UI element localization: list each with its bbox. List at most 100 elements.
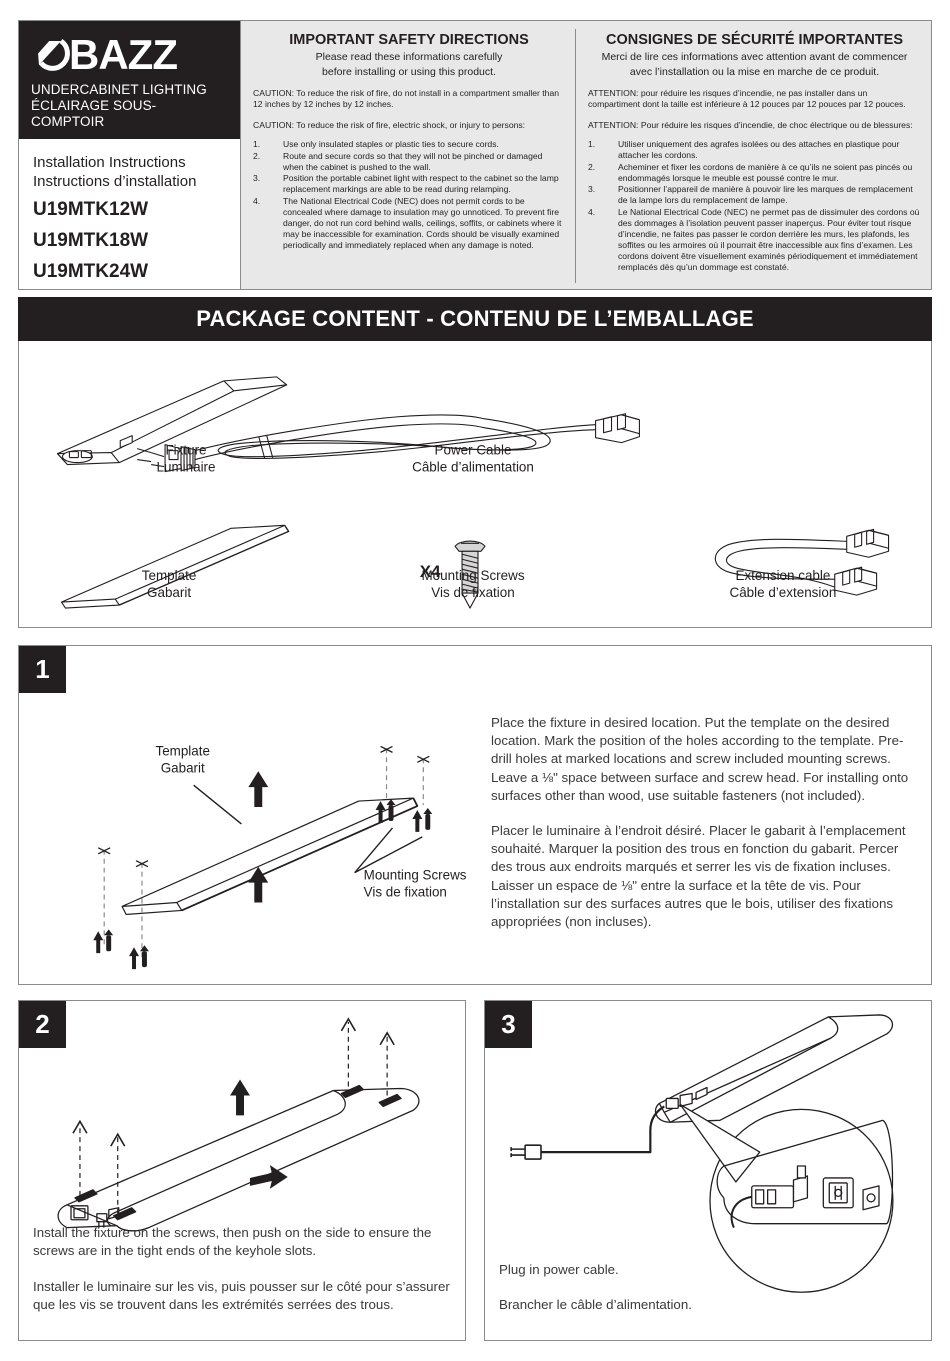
safety-directions-panel: IMPORTANT SAFETY DIRECTIONS Please read …: [241, 21, 931, 289]
safety-subtitle-en-1: Please read these informations carefully: [315, 51, 503, 63]
direction-arrows: [248, 771, 269, 903]
step-3-number: 3: [485, 1001, 532, 1048]
leader-lines: [193, 784, 423, 874]
list-item-number: 4.: [588, 206, 596, 217]
lift-guides: [79, 1021, 388, 1214]
list-item-number: 3.: [588, 184, 596, 194]
fixture-icon: [56, 376, 288, 466]
safety-caution-fr-1: ATTENTION: pour réduire les risques d’in…: [588, 88, 906, 109]
safety-list-fr: 1. Utiliser uniquement des agrafes isolé…: [588, 139, 921, 273]
safety-list-en: 1. Use only insulated staples or plastic…: [253, 139, 565, 251]
safety-english-column: IMPORTANT SAFETY DIRECTIONS Please read …: [241, 27, 575, 289]
safety-french-column: CONSIGNES DE SÉCURITÉ IMPORTANTES Merci …: [576, 27, 931, 289]
document-header: BAZZ UNDERCABINET LIGHTING ÉCLAIRAGE SOU…: [18, 20, 932, 290]
step-1-diagram: Template Gabarit Mounting Screws Vis de …: [93, 743, 467, 970]
template-label-fr: Gabarit: [147, 585, 191, 600]
list-item-number: 3.: [253, 173, 261, 183]
screws-label-fr: Vis de fixation: [431, 585, 514, 600]
list-item: 3. Position the portable cabinet light w…: [253, 173, 565, 195]
model-number-3: U19MTK24W: [33, 261, 149, 282]
list-item-number: 1.: [588, 139, 596, 149]
template-callout-en: Template: [156, 743, 210, 758]
list-item: 4. Le National Electrical Code (NEC) ne …: [588, 207, 921, 273]
step-3-panel: 3: [484, 1000, 932, 1341]
list-item: 1. Use only insulated staples or plastic…: [253, 139, 565, 150]
step-1-text-block: Place the fixture in desired location. P…: [491, 714, 911, 948]
step-1-panel: 1: [18, 645, 932, 985]
list-item-text: Route and secure cords so that they will…: [283, 150, 543, 172]
screws-callout-fr: Vis de fixation: [364, 885, 447, 900]
list-item-number: 4.: [253, 195, 261, 206]
extension-cable-label-fr: Câble d’extension: [730, 585, 837, 600]
template-callout-fr: Gabarit: [161, 760, 205, 775]
lift-arrowheads: [72, 1017, 395, 1147]
safety-caution-en-2: CAUTION: To reduce the risk of fire, ele…: [253, 120, 526, 130]
power-cable-label-fr: Câble d’alimentation: [412, 460, 534, 475]
screws-callout-en: Mounting Screws: [364, 868, 467, 883]
list-item-text: Position the portable cabinet light with…: [283, 173, 559, 194]
screw-insert-markers: [93, 799, 433, 970]
safety-subtitle-fr-1: Merci de lire ces informations avec atte…: [601, 51, 908, 63]
screws-label-en: Mounting Screws: [421, 568, 524, 583]
fixture-label-fr: Luminaire: [157, 460, 216, 475]
list-item-number: 2.: [253, 150, 261, 161]
model-number-2: U19MTK18W: [33, 230, 149, 251]
step-2-caption: Install the fixture on the screws, then …: [33, 1224, 453, 1314]
step-3-diagram: [510, 1014, 894, 1293]
step-3-caption: Plug in power cable. Brancher le câble d…: [499, 1261, 919, 1314]
brand-tagline-fr: ÉCLAIRAGE SOUS-COMPTOIR: [31, 98, 157, 129]
list-item: 2. Route and secure cords so that they w…: [253, 151, 565, 173]
package-content-header: PACKAGE CONTENT - CONTENU DE L’EMBALLAGE: [18, 297, 932, 341]
step-3-text-en: Plug in power cable.: [499, 1261, 619, 1277]
template-label-en: Template: [142, 568, 197, 583]
list-item: 1. Utiliser uniquement des agrafes isolé…: [588, 139, 921, 161]
list-item-text: Utiliser uniquement des agrafes isolées …: [618, 139, 900, 160]
template-icon: [60, 524, 290, 609]
package-content-box: X4 Fixture Luminaire Power Cable Câble d…: [18, 341, 932, 628]
logo-row: BAZZ: [31, 31, 228, 78]
step-2-number: 2: [19, 1001, 66, 1048]
safety-title-en: IMPORTANT SAFETY DIRECTIONS: [289, 32, 529, 48]
doc-title-en: Installation Instructions: [33, 154, 186, 171]
step-1-number: 1: [19, 646, 66, 693]
package-content-diagram: X4 Fixture Luminaire Power Cable Câble d…: [56, 376, 890, 609]
step-2-panel: 2: [18, 1000, 466, 1341]
fixture-label-en: Fixture: [165, 443, 206, 458]
safety-column-divider: [575, 29, 576, 283]
alignment-guides: [103, 748, 424, 960]
brand-wordmark: BAZZ: [69, 31, 178, 78]
safety-subtitle-fr-2: avec l’installation ou la mise en marche…: [629, 65, 880, 78]
list-item-text: The National Electrical Code (NEC) does …: [283, 195, 562, 250]
extension-cable-label-en: Extension cable: [735, 568, 830, 583]
power-cable-icon: [137, 413, 640, 473]
bazz-swirl-icon: [31, 35, 71, 75]
list-item-text: Le National Electrical Code (NEC) ne per…: [618, 206, 920, 272]
screw-qty-label: X4: [420, 562, 441, 581]
screw-icon: [454, 540, 486, 609]
step-2-text-fr: Installer le luminaire sur les vis, puis…: [33, 1278, 450, 1312]
list-item: 2. Acheminer et fixer les cordons de man…: [588, 162, 921, 184]
direction-arrows: [230, 1079, 288, 1189]
list-item-number: 2.: [588, 161, 596, 172]
safety-caution-fr-2: ATTENTION: Pour réduire les risques d’in…: [588, 120, 913, 130]
brand-logo-block: BAZZ UNDERCABINET LIGHTING ÉCLAIRAGE SOU…: [19, 21, 240, 139]
brand-column: BAZZ UNDERCABINET LIGHTING ÉCLAIRAGE SOU…: [19, 21, 241, 289]
list-item-text: Use only insulated staples or plastic ti…: [283, 139, 499, 149]
guide-end-caps: [97, 745, 430, 868]
step-2-text-en: Install the fixture on the screws, then …: [33, 1225, 432, 1259]
list-item: 3. Positionner l’appareil de manière à p…: [588, 184, 921, 206]
extension-cable-icon: [714, 528, 890, 596]
list-item-number: 1.: [253, 139, 261, 149]
doc-title-fr: Instructions d’installation: [33, 173, 197, 190]
model-number-1: U19MTK12W: [33, 199, 149, 220]
list-item: 4. The National Electrical Code (NEC) do…: [253, 196, 565, 251]
list-item-text: Positionner l’appareil de manière à pouv…: [618, 184, 913, 205]
step-1-text-fr: Placer le luminaire à l’endroit désiré. …: [491, 823, 906, 930]
safety-title-fr: CONSIGNES DE SÉCURITÉ IMPORTANTES: [605, 32, 903, 48]
list-item-text: Acheminer et fixer les cordons de manièr…: [618, 161, 913, 183]
step-3-text-fr: Brancher le câble d’alimentation.: [499, 1296, 692, 1312]
document-title-block: Installation Instructions Instructions d…: [19, 139, 240, 284]
step-2-diagram: [57, 1017, 420, 1232]
safety-caution-en-1: CAUTION: To reduce the risk of fire, do …: [253, 88, 560, 109]
brand-tagline-en: UNDERCABINET LIGHTING: [31, 82, 207, 97]
